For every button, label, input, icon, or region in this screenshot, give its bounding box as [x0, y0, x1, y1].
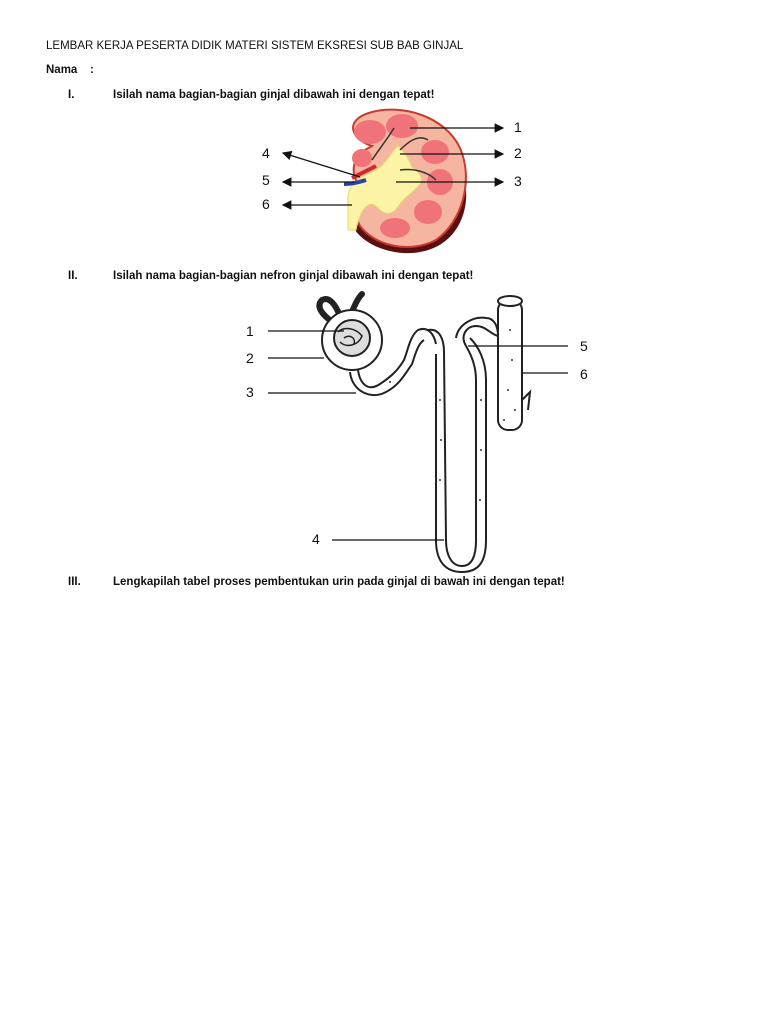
- section-3-instruction: Lengkapilah tabel proses pembentukan uri…: [113, 576, 565, 588]
- nephron-label-3: 3: [246, 384, 254, 400]
- kidney-capsule-edge: [348, 190, 467, 254]
- renal-pyramid: [380, 218, 410, 238]
- kidney-label-3: 3: [514, 173, 522, 189]
- kidney-label-5: 5: [262, 172, 270, 188]
- renal-pyramid: [414, 200, 442, 224]
- proximal-convoluted-tubule: [357, 328, 437, 389]
- nephron-label-5: 5: [580, 338, 588, 354]
- glomerulus: [333, 319, 371, 357]
- nephron-label-2: 2: [246, 350, 254, 366]
- nephron-label-1: 1: [246, 323, 254, 339]
- nephron-label-4: 4: [312, 531, 320, 547]
- distal-convoluted-tubule: [455, 316, 500, 347]
- worksheet-title: LEMBAR KERJA PESERTA DIDIK MATERI SISTEM…: [46, 40, 464, 52]
- name-label: Nama: [46, 64, 78, 76]
- section-1-instruction: Isilah nama bagian-bagian ginjal dibawah…: [113, 89, 435, 101]
- section-2-instruction: Isilah nama bagian-bagian nefron ginjal …: [113, 270, 474, 282]
- kidney-label-4: 4: [262, 145, 270, 161]
- kidney-arrow-4: [281, 150, 361, 178]
- bowmans-capsule: [321, 309, 383, 371]
- renal-pelvis: [347, 145, 422, 231]
- section-3-number: III.: [68, 576, 81, 588]
- section-1-number: I.: [68, 89, 75, 101]
- loop-of-henle: [427, 328, 477, 568]
- kidney-label-2: 2: [514, 145, 522, 161]
- kidney-label-1: 1: [514, 119, 522, 135]
- renal-pyramid: [352, 149, 372, 167]
- renal-pyramid: [421, 140, 449, 164]
- name-colon: :: [90, 64, 94, 76]
- renal-pyramid: [427, 169, 453, 195]
- collecting-duct: [497, 299, 523, 431]
- renal-pyramid: [354, 120, 386, 144]
- kidney-cortex: [352, 108, 467, 248]
- renal-pyramid: [386, 114, 418, 138]
- afferent-arteriole: [316, 291, 365, 329]
- renal-vein: [343, 178, 367, 186]
- kidney-label-6: 6: [262, 196, 270, 212]
- nephron-label-6: 6: [580, 366, 588, 382]
- renal-artery: [351, 164, 377, 180]
- section-2-number: II.: [68, 270, 78, 282]
